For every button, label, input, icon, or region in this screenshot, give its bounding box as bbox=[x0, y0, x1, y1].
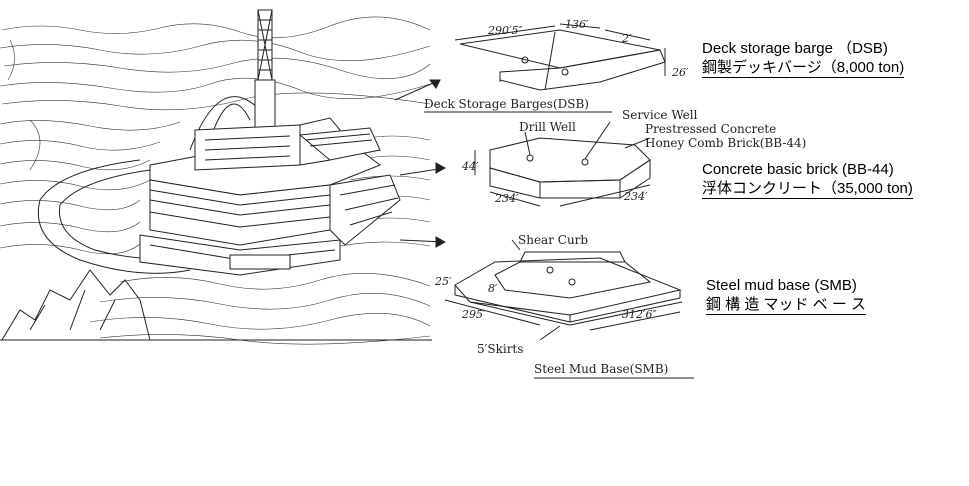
bb-caption-en: Concrete basic brick (BB-44) bbox=[702, 161, 894, 178]
dsb-drawing-label: Deck Storage Barges(DSB) bbox=[424, 97, 589, 111]
bb-caption: Concrete basic brick (BB-44) 浮体コンクリート（35… bbox=[702, 160, 913, 199]
smb-step-dim: 8′ bbox=[488, 282, 498, 295]
smb-caption-en: Steel mud base (SMB) bbox=[706, 277, 857, 294]
dsb-length-dim: 290′5″ bbox=[487, 24, 523, 37]
bb-width1-dim: 234′ bbox=[494, 192, 519, 205]
smb-drawing: 25′ 8′ 295′ 312′6″ bbox=[434, 239, 683, 341]
prestressed-label-2: Honey Comb Brick(BB-44) bbox=[645, 136, 806, 150]
skirts-label: 5′Skirts bbox=[477, 342, 523, 356]
prestressed-label-1: Prestressed Concrete bbox=[645, 122, 776, 136]
seabed-rocks bbox=[1, 269, 151, 341]
sea-waves bbox=[0, 16, 431, 345]
derrick-tower bbox=[254, 9, 276, 141]
sketch-arrows bbox=[394, 79, 447, 248]
bb-width2-dim: 234′ bbox=[623, 190, 648, 203]
shear-curb-label: Shear Curb bbox=[518, 233, 588, 247]
dsb-caption-en: Deck storage barge （DSB) bbox=[702, 40, 888, 57]
dsb-caption-jp: 鋼製デッキバージ（8,000 ton) bbox=[702, 59, 905, 78]
platform-hull bbox=[139, 174, 401, 276]
smb-drawing-label: Steel Mud Base(SMB) bbox=[534, 362, 668, 376]
dsb-gap-dim: 2′ bbox=[621, 32, 632, 45]
smb-height-dim: 25′ bbox=[434, 275, 452, 288]
dsb-height-dim: 26′ bbox=[671, 66, 689, 79]
bb-caption-jp: 浮体コンクリート（35,000 ton) bbox=[702, 180, 913, 199]
service-well-label: Service Well bbox=[622, 108, 698, 122]
dsb-drawing: 290′5″ 136′ 2′ 26′ bbox=[454, 18, 689, 91]
platform-sketch bbox=[0, 9, 447, 345]
smb-width2-dim: 312′6″ bbox=[622, 308, 657, 321]
smb-width1-dim: 295′ bbox=[461, 308, 486, 321]
smb-caption-jp: 鋼 構 造 マッド ベ ー ス bbox=[706, 296, 867, 315]
bb-height-dim: 44′ bbox=[461, 160, 479, 173]
drill-well-label: Drill Well bbox=[519, 120, 576, 134]
bb44-drawing: 44′ 234′ 234′ bbox=[461, 121, 651, 207]
platform-deck bbox=[149, 117, 382, 196]
dsb-caption: Deck storage barge （DSB) 鋼製デッキバージ（8,000 … bbox=[702, 39, 905, 78]
smb-caption: Steel mud base (SMB) 鋼 構 造 マッド ベ ー ス bbox=[706, 276, 867, 315]
dsb-width-dim: 136′ bbox=[565, 18, 589, 31]
